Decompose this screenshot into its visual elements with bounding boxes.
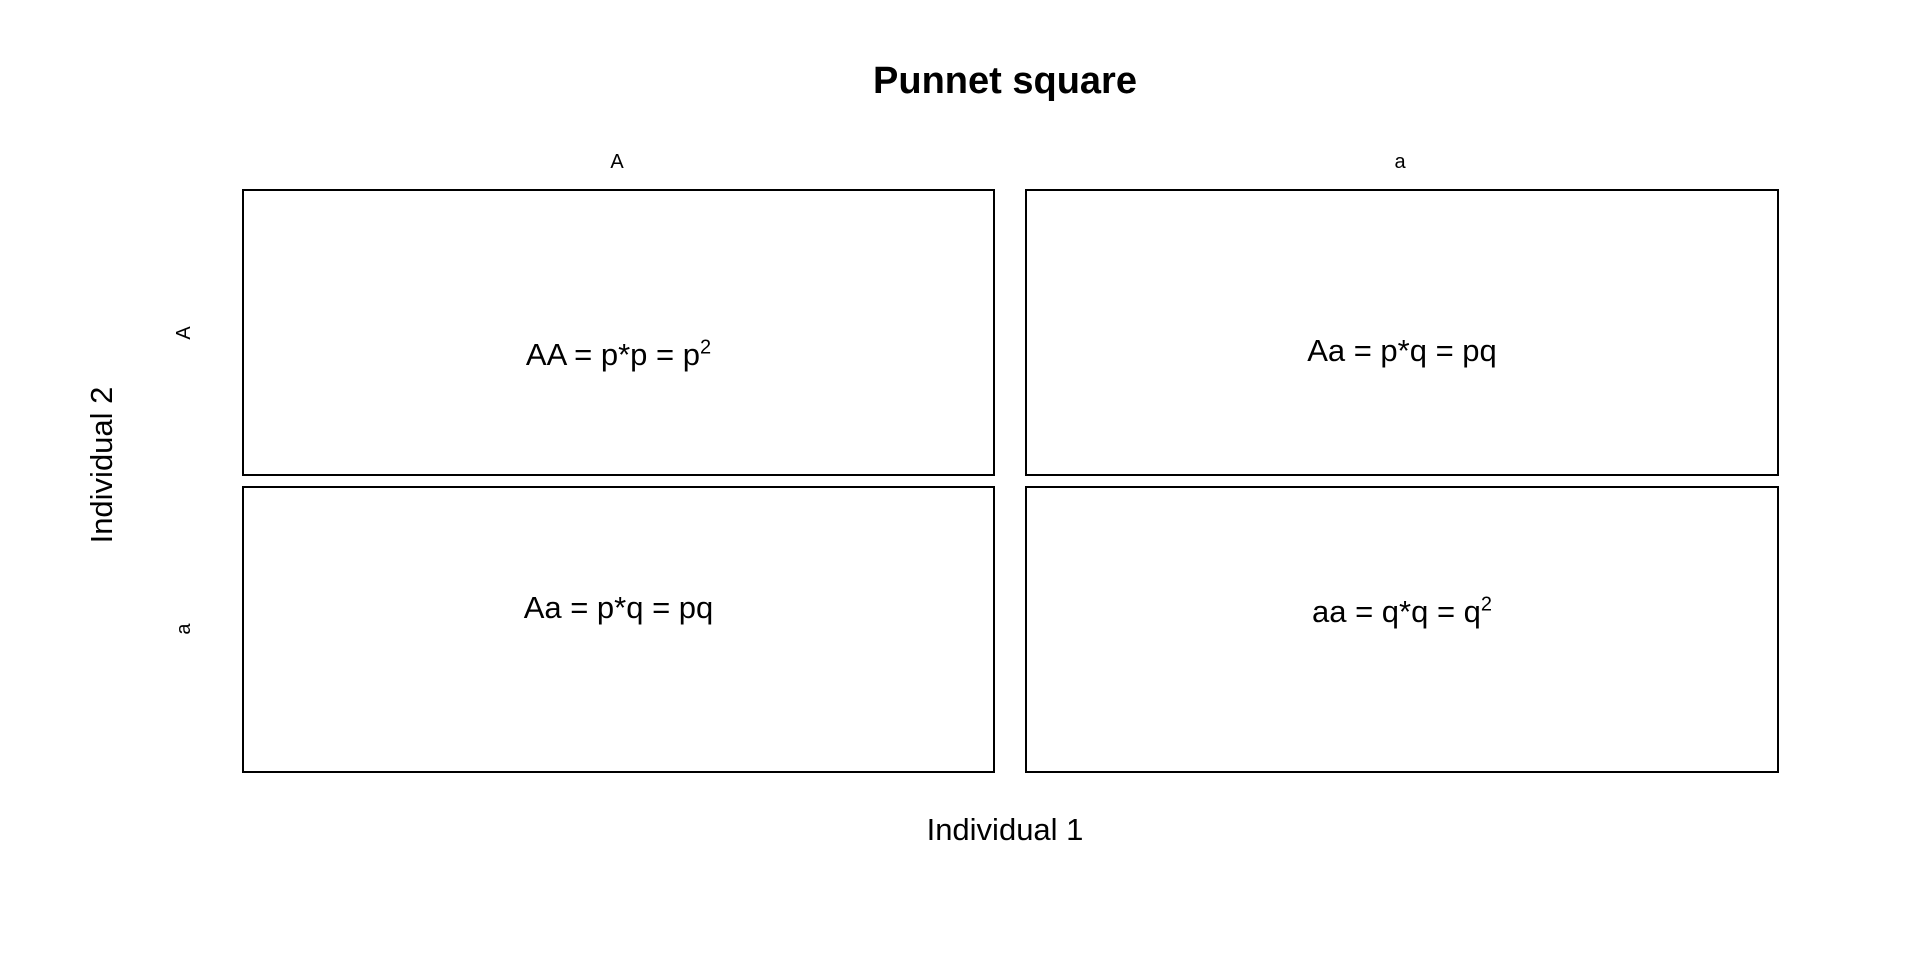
y-axis-label: Individual 2 bbox=[84, 386, 119, 544]
cell-AA-text: AA = p*p = p2 bbox=[525, 336, 712, 372]
diagram-title: Punnet square bbox=[873, 60, 1137, 102]
cell-aa-text: aa = q*q = q2 bbox=[1311, 593, 1493, 629]
row-label-a: a bbox=[173, 623, 195, 635]
column-label-a: a bbox=[1394, 151, 1406, 173]
row-label-A: A bbox=[173, 326, 195, 340]
cell-Aa-bottom: Aa = p*q = pq bbox=[242, 486, 995, 773]
cell-AA: AA = p*p = p2 bbox=[242, 189, 995, 476]
x-axis-label: Individual 1 bbox=[926, 812, 1084, 847]
column-label-A: A bbox=[610, 151, 624, 173]
cell-Aa-top-text: Aa = p*q = pq bbox=[1307, 333, 1497, 368]
cell-aa: aa = q*q = q2 bbox=[1025, 486, 1779, 773]
cell-Aa-top: Aa = p*q = pq bbox=[1025, 189, 1779, 476]
cell-Aa-bottom-text: Aa = p*q = pq bbox=[523, 590, 714, 625]
